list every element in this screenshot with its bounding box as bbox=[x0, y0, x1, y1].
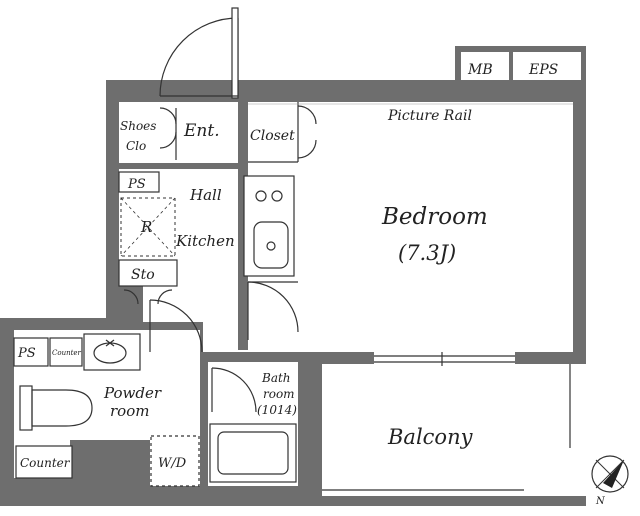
label-entrance: Ent. bbox=[183, 121, 220, 141]
label-bath-size: (1014) bbox=[257, 403, 297, 417]
label-mb: MB bbox=[467, 62, 493, 78]
label-hall: Hall bbox=[189, 186, 222, 204]
label-balcony: Balcony bbox=[387, 425, 474, 449]
label-closet: Closet bbox=[250, 128, 295, 144]
label-bath-room: room bbox=[263, 387, 295, 401]
label-refrigerator: R bbox=[140, 218, 152, 236]
room-labels: MB EPS Picture Rail Shoes Clo Ent. Close… bbox=[17, 62, 558, 471]
label-shoes: Shoes bbox=[120, 119, 156, 133]
fixtures bbox=[13, 7, 573, 491]
label-counter: Counter bbox=[20, 456, 71, 470]
label-bath: Bath bbox=[261, 371, 291, 385]
label-kitchen: Kitchen bbox=[175, 232, 235, 250]
label-bedroom: Bedroom bbox=[381, 204, 488, 230]
north-label: N bbox=[595, 496, 606, 507]
label-powder-room: room bbox=[110, 402, 149, 420]
label-counter-small: Counter bbox=[52, 349, 82, 357]
label-clo: Clo bbox=[126, 139, 146, 153]
label-eps: EPS bbox=[528, 62, 558, 78]
north-compass-icon: N bbox=[591, 455, 629, 507]
label-picture-rail: Picture Rail bbox=[387, 108, 472, 124]
label-ps-lower: PS bbox=[17, 346, 36, 361]
label-ps-upper: PS bbox=[127, 177, 146, 192]
label-powder: Powder bbox=[103, 384, 162, 402]
label-storage: Sto bbox=[131, 267, 155, 283]
label-washer-dryer: W/D bbox=[158, 456, 187, 471]
label-bedroom-size: (7.3J) bbox=[398, 241, 456, 265]
